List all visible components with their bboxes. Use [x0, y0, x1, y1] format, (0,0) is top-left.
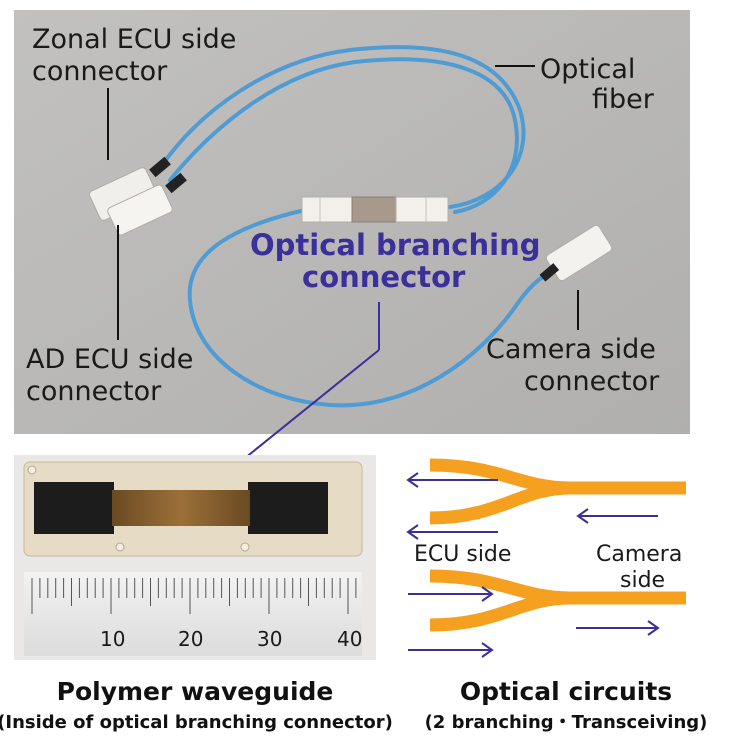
optical-fiber	[158, 45, 554, 408]
waveguide-caption-title: Polymer waveguide	[57, 677, 334, 706]
ad-ecu-label-2: connector	[26, 376, 162, 407]
camera-label-1: Camera side	[486, 334, 656, 365]
ruler-number-20: 20	[178, 627, 203, 651]
zonal-ecu-label-2: connector	[32, 56, 168, 87]
waveguide-caption-sub: (Inside of optical branching connector)	[0, 712, 393, 733]
ecu-side-label: ECU side	[414, 542, 511, 567]
zonal-ecu-label-1: Zonal ECU side	[32, 24, 236, 55]
ad-ecu-connector	[88, 156, 187, 236]
leader-lines	[107, 65, 579, 340]
branching-connector-photo	[301, 196, 449, 223]
camera-side-label-2: side	[620, 568, 665, 593]
ruler-number-10: 10	[100, 627, 125, 651]
waveguide-photo: 10 20 30 40	[14, 455, 376, 660]
lower-branch-bottom	[429, 591, 571, 632]
upper-branch-bottom	[429, 481, 571, 525]
branching-label-2: connector	[302, 260, 466, 294]
branching-label-1: Optical branching	[250, 228, 540, 262]
ruler-number-30: 30	[257, 627, 282, 651]
right-clamp	[248, 482, 328, 534]
signal-arrows	[406, 472, 660, 658]
ruler-number-40: 40	[337, 627, 362, 651]
ruler	[24, 572, 362, 656]
ad-ecu-label-1: AD ECU side	[26, 344, 193, 375]
camera-side-label-1: Camera	[596, 542, 682, 567]
optical-fiber-label-2: fiber	[592, 84, 655, 115]
optical-fiber-label-1: Optical	[540, 54, 635, 85]
polymer-strip	[112, 490, 250, 526]
camera-connector-photo	[539, 224, 613, 282]
ruler-ticks	[31, 578, 357, 614]
cable-photo: Zonal ECU side connector Optical fiber O…	[14, 10, 690, 505]
circuits-caption-sub: (2 branching・Transceiving)	[425, 712, 708, 733]
optical-circuits-diagram: ECU side Camera side	[406, 458, 686, 658]
camera-label-2: connector	[524, 366, 660, 397]
left-clamp	[34, 482, 114, 534]
circuits-caption-title: Optical circuits	[460, 677, 672, 706]
